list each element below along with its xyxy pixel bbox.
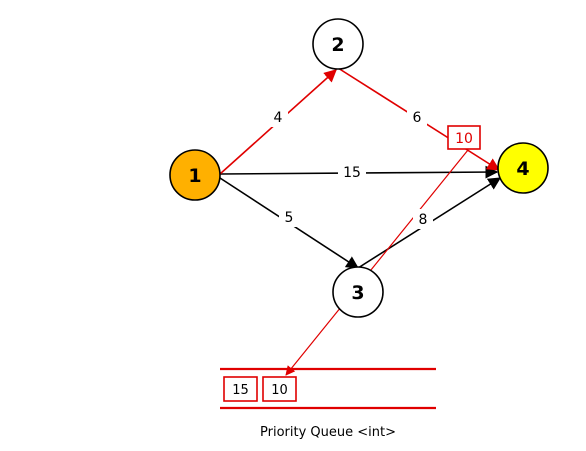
- node-1: [169, 149, 221, 201]
- edge-weight-1-3: 5: [285, 210, 294, 226]
- weight-bg-3-4: [413, 209, 433, 229]
- path-cost-box: [447, 125, 481, 150]
- node-2: [312, 18, 364, 70]
- queue-item: 10: [271, 383, 288, 398]
- node-label-4: 4: [516, 158, 529, 180]
- node-3: [332, 266, 384, 318]
- queue-item-box: [223, 376, 258, 402]
- weight-bg-2-4: [407, 107, 427, 127]
- weight-bg-1-2: [268, 107, 288, 127]
- queue-caption: Priority Queue <int>: [260, 425, 396, 440]
- weight-bg-1-3: [279, 207, 299, 227]
- node-label-2: 2: [331, 34, 344, 56]
- edge-weight-3-4: 8: [419, 212, 428, 228]
- weight-bg-1-4: [338, 162, 366, 182]
- queue-item: 15: [232, 383, 249, 398]
- node-4: [497, 142, 549, 194]
- edge-weight-1-4: 15: [343, 165, 361, 181]
- node-label-1: 1: [188, 165, 201, 187]
- pointer-arrow: [285, 149, 469, 376]
- node-label-3: 3: [351, 282, 364, 304]
- edge-weight-2-4: 6: [413, 110, 422, 126]
- path-cost-value: 10: [455, 131, 473, 147]
- queue-item-box: [262, 376, 297, 402]
- edge-weight-1-2: 4: [274, 110, 283, 126]
